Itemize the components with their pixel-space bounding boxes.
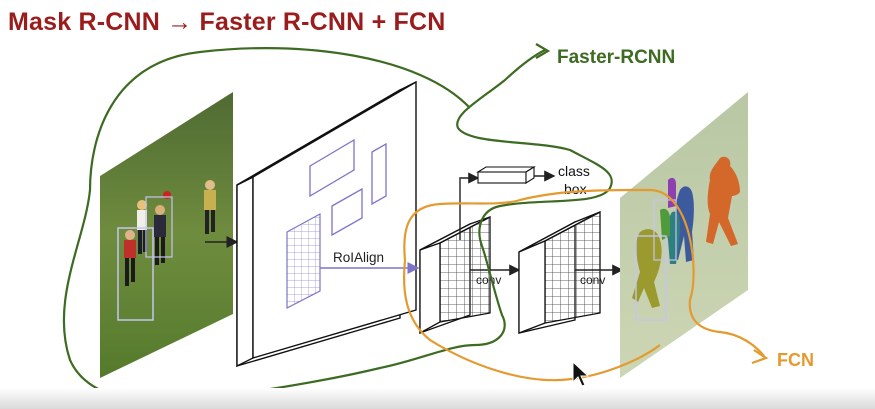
fc-box: [476, 166, 536, 184]
conv-block-2: [518, 210, 601, 334]
fcn-outline: [402, 188, 765, 382]
mouse-pointer-icon: [572, 360, 590, 387]
roi-grid: [286, 212, 321, 309]
output-mask-image: [620, 92, 748, 378]
class-label: class: [558, 163, 590, 179]
slide-title: Mask R-CNN → Faster R-CNN + FCN: [8, 8, 446, 36]
faster-rcnn-outline: [62, 47, 613, 403]
detection-box-2: [145, 196, 173, 258]
players-silhouettes: [124, 180, 216, 286]
mask-teal: [667, 211, 680, 264]
conv-label-1: conv: [476, 273, 501, 287]
roialign-label: RoIAlign: [333, 250, 384, 265]
faster-rcnn-arrowhead: [535, 43, 551, 59]
mask-orange: [706, 156, 740, 246]
bottom-shadow-bar: [0, 388, 875, 409]
faster-rcnn-label: Faster-RCNN: [557, 47, 675, 68]
input-image: [100, 92, 233, 378]
fcn-arrowhead: [751, 349, 769, 365]
box-label: box: [564, 181, 587, 197]
output-box-1: [635, 235, 667, 321]
roi-box-2: [371, 142, 387, 206]
mask-green: [660, 208, 670, 240]
conv-label-2: conv: [580, 273, 605, 287]
roi-box-3: [331, 187, 363, 237]
output-box-2: [653, 199, 677, 261]
feature-map-block: [236, 80, 417, 368]
fcn-label: FCN: [777, 350, 814, 370]
conv-block-1: [419, 215, 491, 335]
detection-box-1: [117, 227, 154, 321]
head-arrow-up: [459, 172, 480, 240]
roi-box-1: [309, 138, 355, 198]
